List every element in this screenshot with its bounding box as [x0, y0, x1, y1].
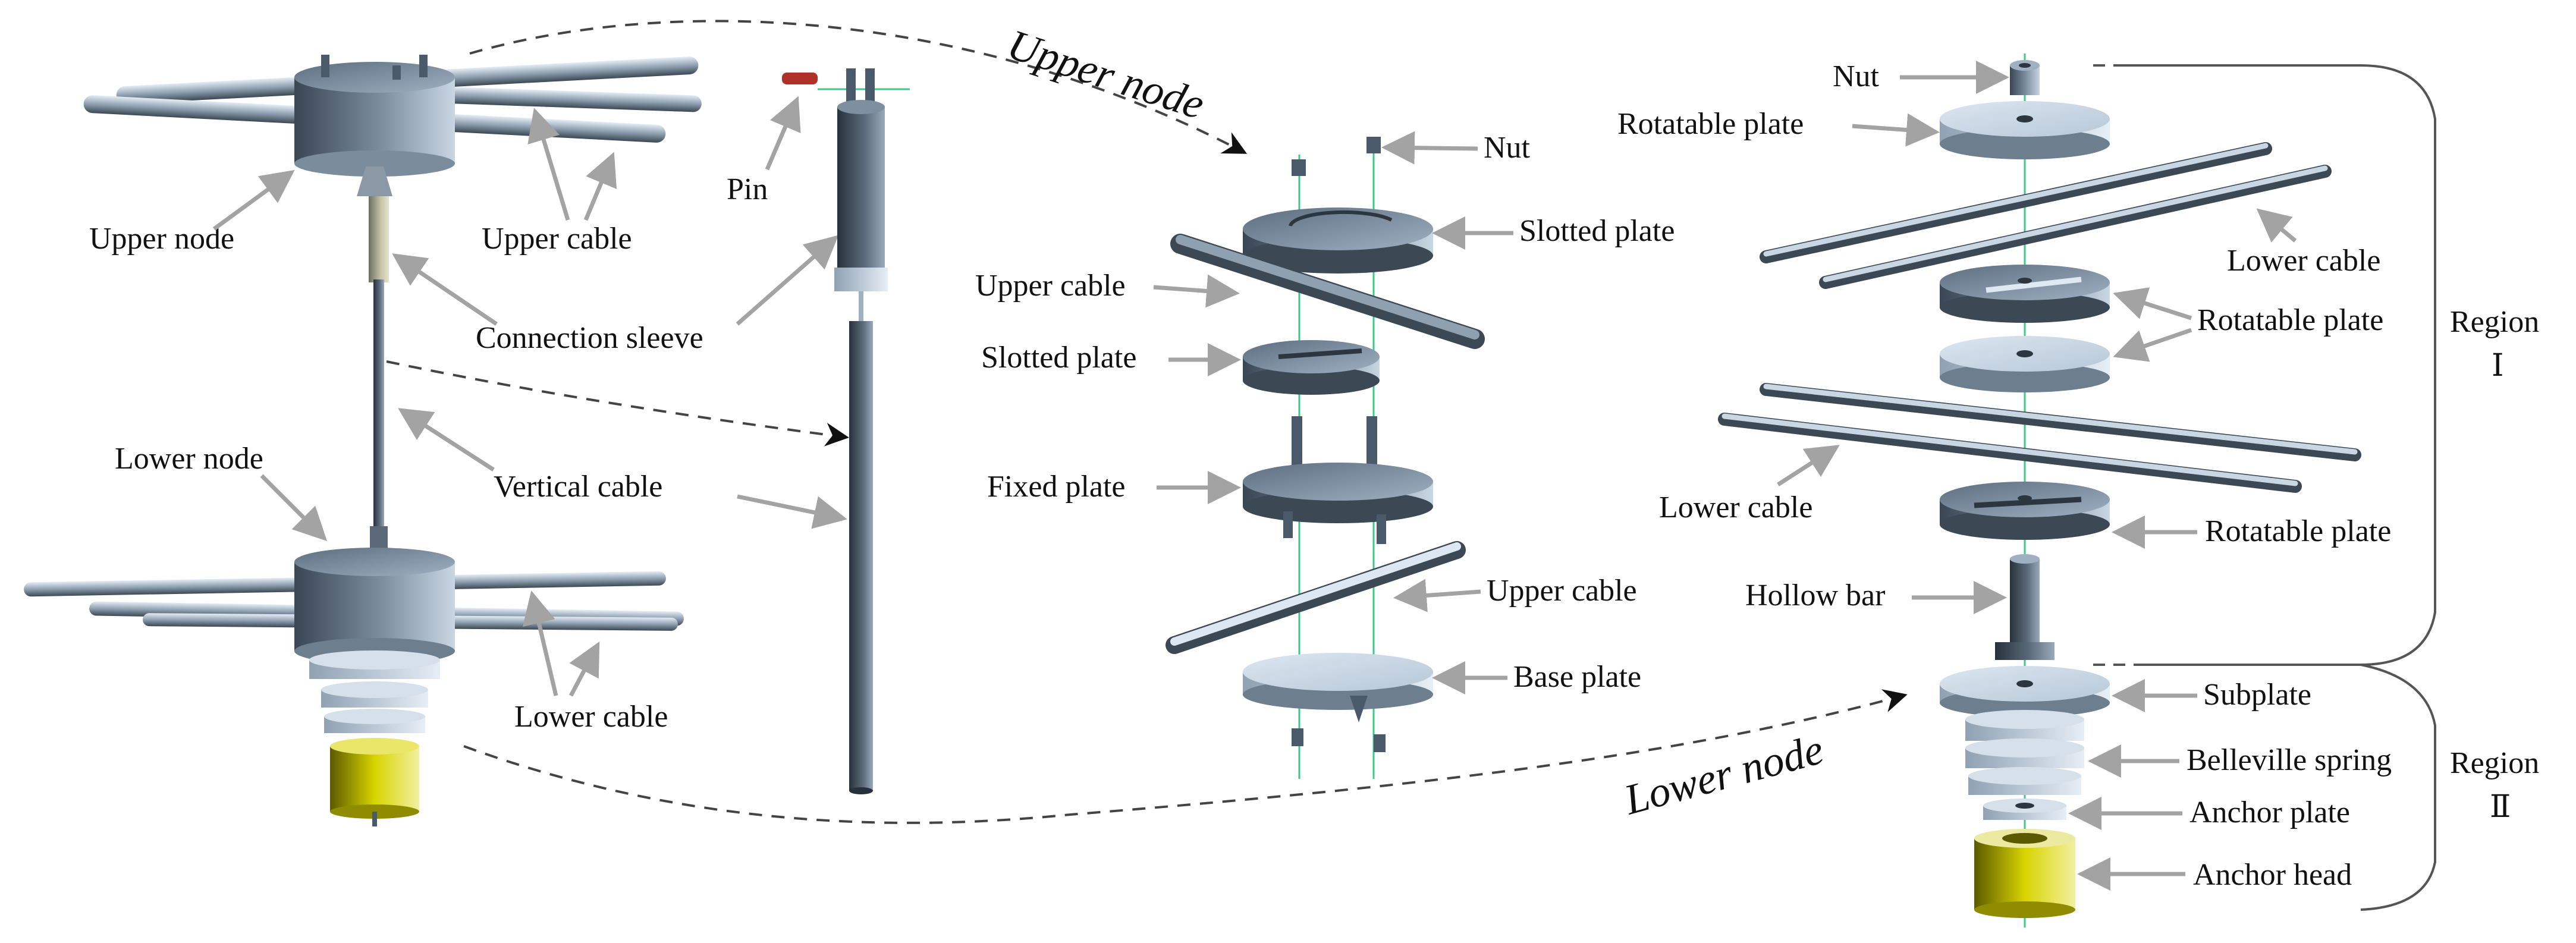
- lower-node-body: [294, 548, 455, 826]
- label-upper-cable-a: Upper cable: [482, 222, 632, 256]
- label-pin: Pin: [727, 172, 768, 206]
- label-hollow-bar: Hollow bar: [1745, 579, 1885, 612]
- label-slotted-plate-1: Slotted plate: [1519, 214, 1675, 248]
- vertical-cable-detail: [782, 68, 910, 794]
- upper-node-exploded: [1166, 137, 1485, 779]
- label-region-1: Region: [2450, 305, 2539, 339]
- label-subplate: Subplate: [2203, 678, 2311, 712]
- label-vertical-cable: Vertical cable: [494, 470, 662, 504]
- label-lower-node: Lower node: [115, 442, 263, 476]
- label-belleville-spring: Belleville spring: [2187, 743, 2392, 777]
- upper-cable-lower: [1166, 541, 1466, 654]
- title-upper-node: Upper node: [1002, 20, 1210, 128]
- label-region-2: Region: [2450, 746, 2539, 780]
- label-base-plate: Base plate: [1513, 660, 1641, 694]
- label-slotted-plate-2: Slotted plate: [981, 341, 1136, 375]
- label-anchor-plate: Anchor plate: [2189, 796, 2350, 829]
- label-rotatable-plate-1: Rotatable plate: [1617, 107, 1804, 141]
- label-rotatable-plate-3: Rotatable plate: [2205, 514, 2391, 548]
- upper-cable-diagonal: [1170, 234, 1485, 349]
- label-lower-cable-d1: Lower cable: [2227, 244, 2380, 278]
- label-upper-cable-c2: Upper cable: [1487, 574, 1637, 608]
- label-lower-cable-a: Lower cable: [514, 700, 668, 734]
- label-rotatable-plate-2: Rotatable plate: [2197, 303, 2383, 337]
- lower-cables-upper-pair: [1760, 142, 2332, 289]
- label-upper-cable-c1: Upper cable: [975, 269, 1126, 303]
- label-nut-d: Nut: [1833, 59, 1880, 93]
- pin: [782, 73, 818, 84]
- title-lower-node: Lower node: [1619, 725, 1828, 824]
- label-lower-cable-d2: Lower cable: [1659, 491, 1812, 524]
- vertical-cable-assembly: [369, 196, 389, 556]
- label-region-1-numeral: Ⅰ: [2492, 349, 2504, 383]
- lower-node-exploded: [1718, 54, 2361, 928]
- label-fixed-plate: Fixed plate: [987, 470, 1126, 504]
- label-region-2-numeral: Ⅱ: [2490, 790, 2511, 824]
- label-upper-node: Upper node: [89, 222, 234, 256]
- lower-cables-lower-pair: [1718, 383, 2361, 493]
- label-anchor-head: Anchor head: [2193, 858, 2352, 892]
- label-nut-c: Nut: [1484, 131, 1531, 165]
- label-connection-sleeve: Connection sleeve: [476, 321, 703, 355]
- upper-node-body: [294, 55, 455, 196]
